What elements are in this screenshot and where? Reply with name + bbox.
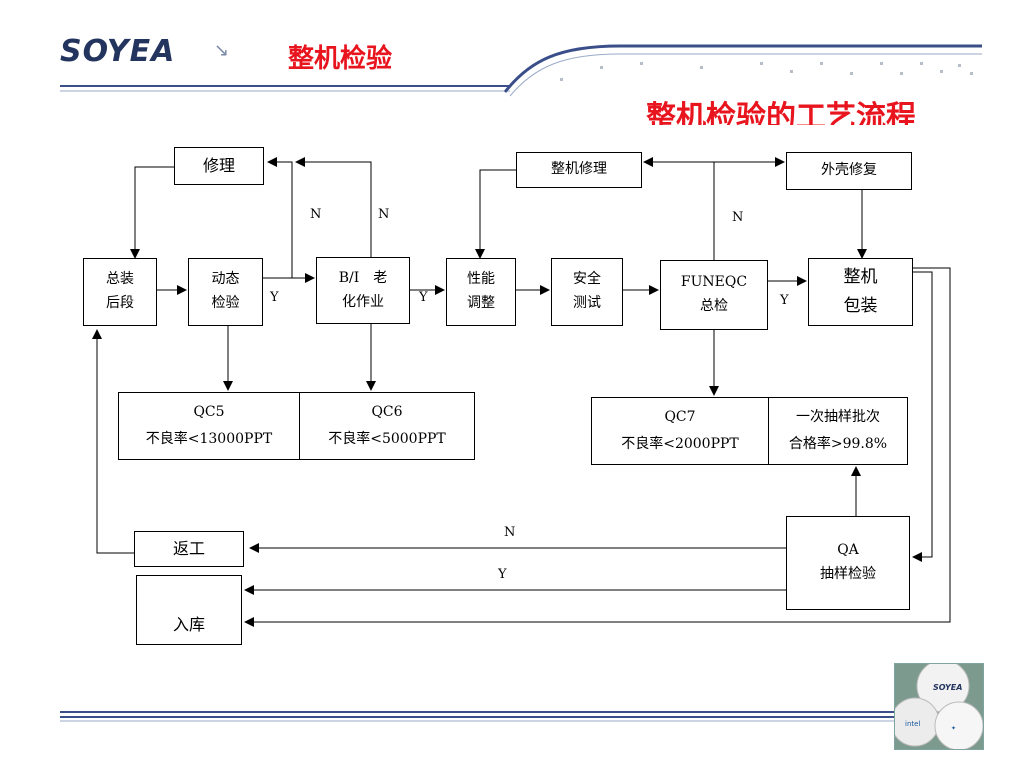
case-repair-box: 外壳修复 — [786, 152, 912, 190]
qc6-box: QC6 不良率<5000PPT — [299, 392, 475, 460]
funeqc-box: FUNEQC 总检 — [660, 260, 768, 330]
repair-label: 修理 — [202, 156, 235, 176]
label-y-dynamic: Y — [270, 290, 279, 305]
final-assembly-line1: 总装 — [106, 271, 134, 288]
warehouse-box: 入库 — [136, 575, 242, 645]
label-y-burnin: Y — [419, 290, 428, 305]
qc5-rate: 不良率<13000PPT — [145, 431, 273, 447]
logo-arrow-icon: ↘ — [214, 40, 230, 61]
qc7-title: QC7 — [664, 409, 696, 426]
svg-text:SOYEA: SOYEA — [933, 683, 962, 692]
qa-title: QA — [837, 542, 859, 559]
label-n-dynamic: N — [310, 207, 322, 222]
label-n-burnin: N — [378, 207, 390, 222]
rework-label: 返工 — [172, 539, 205, 559]
safety-line2: 测试 — [573, 295, 601, 311]
dynamic-test-box: 动态 检验 — [188, 258, 263, 326]
safety-line1: 安全 — [573, 271, 601, 288]
qc7-rate: 不良率<2000PPT — [621, 436, 739, 452]
label-y-funeqc: Y — [780, 293, 789, 308]
performance-line1: 性能 — [467, 271, 495, 288]
qc6-rate: 不良率<5000PPT — [328, 431, 446, 447]
final-assembly-box: 总装 后段 — [83, 258, 157, 326]
burn-in-line2: 化作业 — [342, 293, 384, 310]
qc6-title: QC6 — [371, 404, 403, 421]
logo-balls-icon: SOYEA intel ✦ — [895, 664, 983, 749]
packing-box: 整机 包装 — [808, 258, 913, 326]
packing-line1: 整机 — [843, 267, 878, 288]
performance-adjust-box: 性能 调整 — [446, 258, 516, 326]
repair-box: 修理 — [174, 147, 264, 185]
label-y-qa: Y — [498, 567, 507, 582]
soyea-logo: SOYEA — [60, 34, 176, 69]
svg-text:intel: intel — [905, 720, 920, 728]
batch-pass-line2: 合格率>99.8% — [788, 436, 888, 452]
funeqc-line2: 总检 — [700, 298, 728, 314]
burn-in-line1: B/I 老 — [338, 269, 388, 286]
label-n-funeqc: N — [732, 210, 744, 225]
qc5-box: QC5 不良率<13000PPT — [118, 392, 300, 460]
dynamic-test-line1: 动态 — [211, 271, 240, 288]
batch-pass-line1: 一次抽样批次 — [796, 409, 880, 426]
burn-in-box: B/I 老 化作业 — [316, 257, 410, 324]
final-assembly-line2: 后段 — [106, 295, 134, 311]
machine-repair-label: 整机修理 — [551, 161, 607, 178]
funeqc-line1: FUNEQC — [680, 274, 748, 291]
qa-box: QA 抽样检验 — [786, 516, 910, 610]
warehouse-label: 入库 — [172, 614, 205, 634]
case-repair-label: 外壳修复 — [821, 162, 877, 179]
corner-logo-image: SOYEA intel ✦ — [894, 663, 984, 750]
machine-repair-box: 整机修理 — [516, 152, 642, 188]
label-n-qa: N — [504, 525, 516, 540]
page-title: 整机检验 — [288, 44, 393, 74]
rework-box: 返工 — [134, 531, 244, 567]
packing-line2: 包装 — [843, 296, 878, 316]
performance-line2: 调整 — [467, 295, 495, 311]
qc7-box: QC7 不良率<2000PPT — [591, 397, 769, 465]
batch-pass-box: 一次抽样批次 合格率>99.8% — [768, 397, 908, 465]
svg-text:✦: ✦ — [951, 725, 956, 732]
qc5-title: QC5 — [193, 404, 225, 421]
qa-label: 抽样检验 — [820, 566, 876, 582]
dynamic-test-line2: 检验 — [211, 295, 240, 311]
safety-test-box: 安全 测试 — [551, 258, 623, 326]
